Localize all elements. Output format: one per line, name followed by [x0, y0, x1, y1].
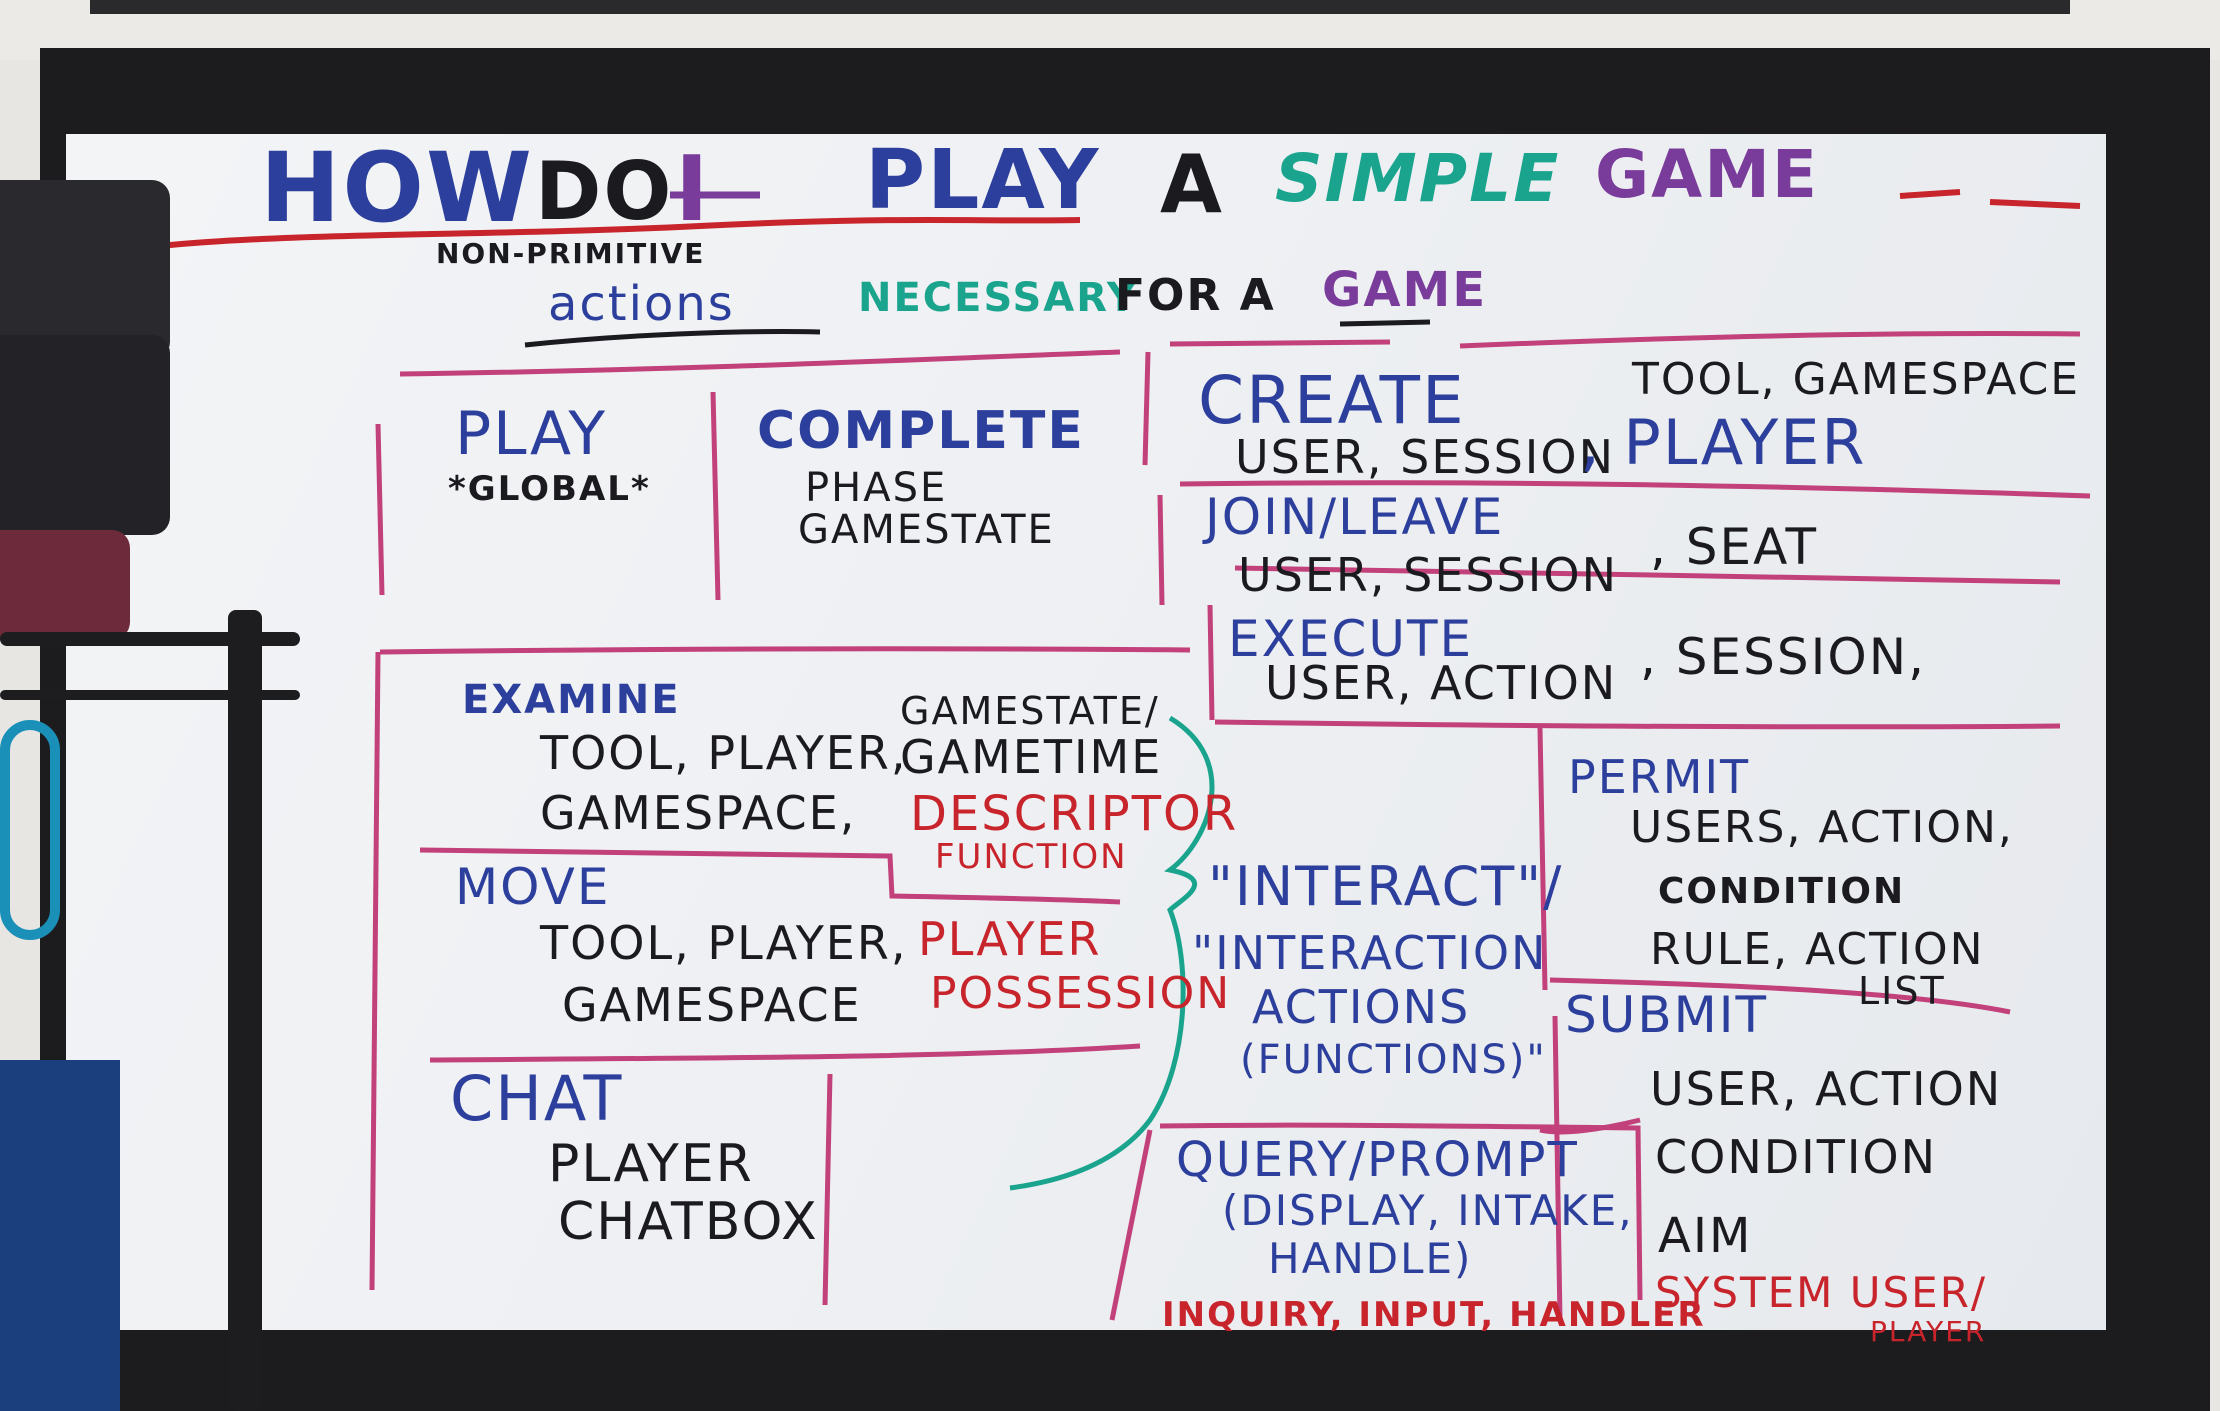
examine-line2: GAMESPACE,: [540, 786, 857, 840]
permit-line1: USERS, ACTION,: [1630, 802, 2014, 853]
complete-label: COMPLETE: [757, 401, 1085, 461]
permit-line3: RULE, ACTION: [1650, 924, 1985, 975]
create-extra: , PLAYER: [1580, 406, 1867, 479]
query-line1: (DISPLAY, INTAKE,: [1222, 1186, 1634, 1235]
complete-gamestate: GAMESTATE: [798, 507, 1055, 553]
query-label: QUERY/PROMPT: [1176, 1132, 1579, 1188]
examine-label: EXAMINE: [462, 677, 681, 723]
shelf-rail-lower: [0, 690, 300, 700]
subtitle-actions: actions: [548, 276, 735, 332]
title-word-play: PLAY: [865, 133, 1101, 228]
interact-line3: ACTIONS: [1252, 980, 1471, 1034]
shelf-rail: [0, 632, 300, 646]
permit-line4: LIST: [1858, 969, 1946, 1013]
move-player: PLAYER: [918, 912, 1102, 966]
permit-line2: CONDITION: [1658, 871, 1906, 912]
move-line2: GAMESPACE: [562, 978, 862, 1032]
create-params-right: TOOL, GAMESPACE: [1632, 354, 2081, 405]
submit-system-user: SYSTEM USER/: [1655, 1268, 1988, 1317]
picture-frame-edge: [90, 0, 2070, 14]
complete-phase: PHASE: [805, 465, 948, 511]
submit-line2: CONDITION: [1655, 1130, 1938, 1184]
execute-label: EXECUTE: [1228, 610, 1474, 668]
title-word-do: DO: [535, 145, 674, 238]
execute-extra: , SESSION,: [1640, 628, 1926, 686]
interact-line1: "INTERACT"/: [1208, 855, 1564, 918]
submit-player: PLAYER: [1870, 1315, 1987, 1348]
maroon-case: [0, 530, 130, 640]
join-leave-label: JOIN/LEAVE: [1205, 488, 1505, 546]
examine-line1: TOOL, PLAYER,: [540, 726, 908, 780]
execute-params: USER, ACTION: [1265, 656, 1618, 710]
join-leave-extra: , SEAT: [1650, 518, 1818, 576]
examine-function: FUNCTION: [935, 837, 1128, 877]
create-params: USER, SESSION: [1235, 430, 1615, 484]
subtitle-for-a: FOR A: [1115, 270, 1276, 321]
submit-label: SUBMIT: [1565, 986, 1769, 1044]
interact-line2: "INTERACTION: [1192, 926, 1548, 980]
blue-glasses: [0, 720, 60, 940]
title-word-how: HOW: [260, 132, 534, 244]
permit-label: PERMIT: [1568, 750, 1751, 804]
query-line2: HANDLE): [1268, 1234, 1473, 1283]
chat-label: CHAT: [450, 1062, 624, 1135]
move-possession: POSSESSION: [930, 968, 1232, 1019]
examine-gametime: GAMETIME: [900, 730, 1163, 784]
submit-line3: AIM: [1658, 1208, 1753, 1264]
submit-line1: USER, ACTION: [1650, 1062, 2003, 1116]
examine-descriptor: DESCRIPTOR: [910, 786, 1239, 842]
play-label: PLAY: [455, 399, 608, 469]
title-word-game: GAME: [1595, 136, 1820, 213]
whiteboard-surface: [66, 134, 2106, 1330]
title-word-i: I: [675, 137, 711, 242]
title-word-a: A: [1160, 138, 1224, 231]
black-case-top: [0, 180, 170, 360]
shelf-pole: [228, 610, 262, 1411]
create-label: CREATE: [1198, 362, 1466, 439]
subtitle-non-primitive: NON-PRIMITIVE: [436, 237, 706, 270]
black-case-middle: [0, 335, 170, 535]
wire-shelf: [0, 610, 310, 1411]
interact-line4: (FUNCTIONS)": [1240, 1037, 1547, 1083]
book-spine: [0, 1060, 120, 1411]
chat-player: PLAYER: [548, 1134, 754, 1194]
subtitle-game: GAME: [1322, 262, 1488, 318]
move-label: MOVE: [455, 858, 611, 916]
join-leave-params: USER, SESSION: [1238, 548, 1618, 602]
subtitle-necessary: NECESSARY: [858, 275, 1138, 321]
examine-gamestate: GAMESTATE/: [900, 689, 1160, 733]
chat-chatbox: CHATBOX: [558, 1192, 819, 1252]
play-detail: *GLOBAL*: [448, 469, 651, 509]
move-line1: TOOL, PLAYER,: [540, 916, 908, 970]
query-red: INQUIRY, INPUT, HANDLER: [1162, 1295, 1706, 1335]
title-word-simple: SIMPLE: [1275, 140, 1561, 217]
